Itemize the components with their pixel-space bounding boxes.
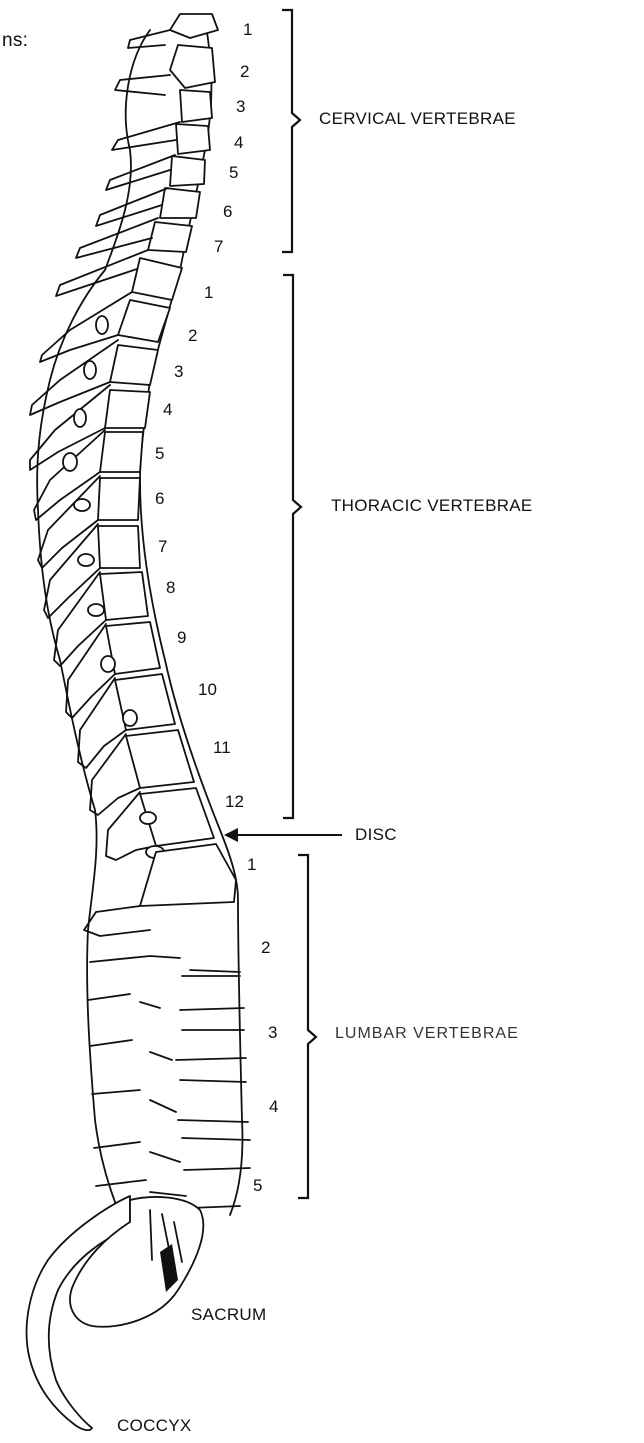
cervical-label: CERVICAL VERTEBRAE	[319, 109, 516, 129]
vertebra-l3	[88, 994, 244, 1030]
sacrum-shape	[70, 1197, 203, 1327]
thoracic-number-9: 9	[177, 628, 186, 648]
vertebra-t5	[100, 432, 143, 472]
lumbar-bracket	[298, 855, 316, 1198]
lumbar-number-2: 2	[261, 938, 270, 958]
cervical-number-7: 7	[214, 237, 223, 257]
vertebra-c1	[170, 14, 218, 38]
vertebra-t8	[100, 572, 148, 620]
vertebra-t3	[110, 345, 158, 385]
coccyx-label: COCCYX	[117, 1416, 192, 1436]
vertebra-c4	[176, 124, 210, 154]
thoracic-label: THORACIC VERTEBRAE	[331, 496, 533, 516]
thoracic-bracket	[283, 275, 301, 818]
disc-arrow	[224, 828, 342, 842]
thoracic-number-1: 1	[204, 283, 213, 303]
cervical-number-1: 1	[243, 20, 252, 40]
thoracic-number-5: 5	[155, 444, 164, 464]
vertebra-l2	[90, 956, 240, 976]
lumbar-number-3: 3	[268, 1023, 277, 1043]
lumbar-label: LUMBAR VERTEBRAE	[335, 1025, 519, 1043]
thoracic-number-6: 6	[155, 489, 164, 509]
thoracic-number-2: 2	[188, 326, 197, 346]
thoracic-number-11: 11	[213, 738, 231, 758]
lumbar-number-4: 4	[269, 1097, 278, 1117]
vertebra-c6	[160, 188, 200, 218]
thoracic-number-10: 10	[198, 680, 217, 700]
thoracic-number-3: 3	[174, 362, 183, 382]
cervical-number-2: 2	[240, 62, 249, 82]
vertebra-l4	[92, 1090, 250, 1140]
thoracic-number-8: 8	[166, 578, 175, 598]
vertebra-c5	[170, 156, 205, 186]
vertebra-t4	[105, 390, 150, 428]
disc-label: DISC	[355, 825, 397, 845]
vertebra-t1	[132, 258, 182, 300]
vertebra-t6	[98, 478, 140, 520]
lumbar-number-1: 1	[247, 855, 256, 875]
sacrum-label: SACRUM	[191, 1305, 266, 1325]
cervical-number-4: 4	[234, 133, 243, 153]
cervical-number-6: 6	[223, 202, 232, 222]
cervical-number-5: 5	[229, 163, 238, 183]
thoracic-number-4: 4	[163, 400, 172, 420]
vertebra-c7	[148, 222, 192, 252]
vertebra-c2	[170, 45, 215, 88]
thoracic-number-12: 12	[225, 792, 244, 812]
thoracic-number-7: 7	[158, 537, 167, 557]
cervical-bracket	[282, 10, 300, 252]
spine-outline	[27, 14, 250, 1430]
vertebra-c3	[180, 90, 212, 122]
lumbar-number-5: 5	[253, 1176, 262, 1196]
cervical-number-3: 3	[236, 97, 245, 117]
vertebra-t7	[98, 526, 140, 568]
vertebra-t11	[126, 730, 194, 788]
